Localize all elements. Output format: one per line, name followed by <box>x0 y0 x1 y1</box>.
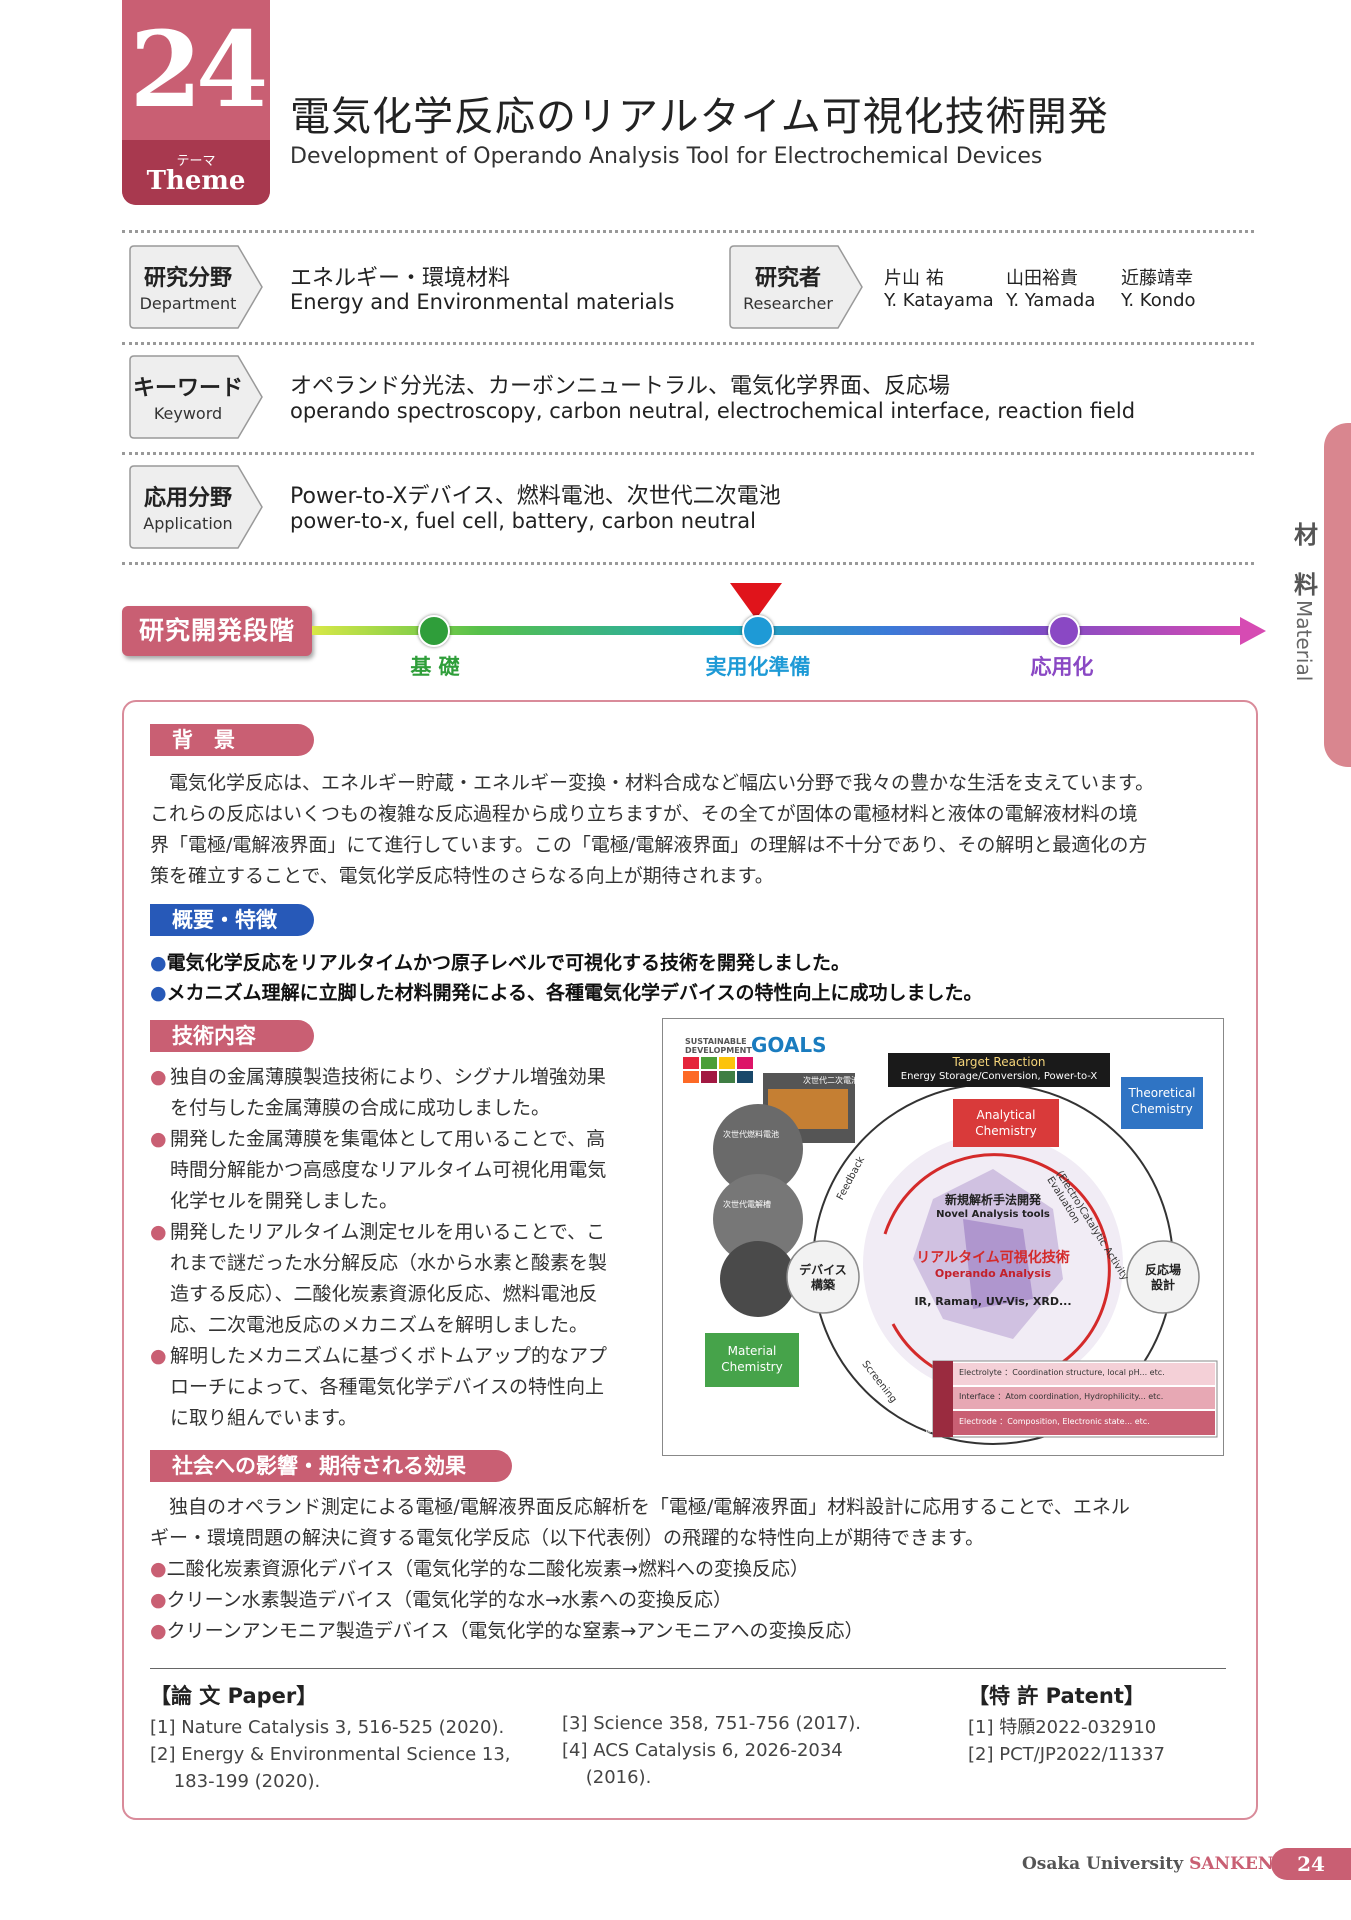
stage-bar <box>312 626 1242 635</box>
list-item: ● 開発したリアルタイム測定セルを用いることで、これまで謎だった水分解反応（水か… <box>150 1221 608 1336</box>
param-interface: Interface ：Atom coordination, Hydrophili… <box>959 1392 1164 1401</box>
divider <box>122 562 1254 565</box>
list-item: ●二酸化炭素資源化デバイス（電気化学的な二酸化炭素→燃料への変換反応） <box>150 1558 809 1580</box>
section-background-heading: 背 景 <box>150 724 314 756</box>
content-frame <box>122 700 1258 1820</box>
divider <box>122 230 1254 233</box>
side-tab-jp: 材 料 <box>1294 521 1318 599</box>
impact-text: 独自のオペランド測定による電極/電解液界面反応解析を「電極/電解液界面」材料設計… <box>150 1496 1130 1549</box>
divider <box>122 452 1254 455</box>
novel-analysis-jp: 新規解析手法開発 <box>944 1193 1041 1207</box>
background-text: 電気化学反応は、エネルギー貯蔵・エネルギー変換・材料合成など幅広い分野で我々の豊… <box>150 772 1155 887</box>
researcher-3-en: Y. Kondo <box>1121 290 1196 311</box>
side-tab-en: Material <box>1292 600 1316 682</box>
patents-list: [1] 特願2022-032910 [2] PCT/JP2022/11337 <box>968 1717 1165 1765</box>
stage-dot-practical <box>742 615 774 647</box>
stage-practical: 実用化準備 <box>705 655 811 679</box>
material-chemistry: Material Chemistry <box>721 1344 783 1374</box>
sdg-goals: GOALS <box>751 1033 827 1057</box>
application-value-en: power-to-x, fuel cell, battery, carbon n… <box>290 509 756 533</box>
research-diagram: SUSTAINABLE DEVELOPMENT GOALS 次世代二次電池 次世… <box>662 1018 1224 1456</box>
department-value-en: Energy and Environmental materials <box>290 290 675 314</box>
papers-heading: 【論 文 Paper】 <box>150 1684 318 1708</box>
target-sub: Energy Storage/Conversion, Power-to-X <box>900 1071 1098 1082</box>
operando-en: Operando Analysis <box>934 1267 1052 1280</box>
novel-analysis-en: Novel Analysis tools <box>936 1209 1050 1220</box>
electrolyzer-label: 次世代電解槽 <box>723 1200 771 1209</box>
page-title: 電気化学反応のリアルタイム可視化技術開発 <box>290 94 1109 140</box>
parameters-label: Parameters <box>925 1392 933 1433</box>
stage-dot-applied <box>1048 615 1080 647</box>
department-value-jp: エネルギー・環境材料 <box>290 266 511 291</box>
reaction-field-design: 反応場設計 <box>1144 1263 1181 1292</box>
application-value-jp: Power-to-Xデバイス、燃料電池、次世代二次電池 <box>290 484 781 509</box>
impact-list: ●二酸化炭素資源化デバイス（電気化学的な二酸化炭素→燃料への変換反応） ●クリー… <box>150 1554 1240 1647</box>
theoretical-chemistry: Theoretical Chemistry <box>1128 1086 1196 1116</box>
list-item: ●クリーン水素製造デバイス（電気化学的な水→水素への変換反応） <box>150 1589 732 1611</box>
theme-band <box>122 140 270 205</box>
list-item: ● 開発した金属薄膜を集電体として用いることで、高時間分解能かつ高感度なリアルタ… <box>150 1128 607 1212</box>
list-item: ● 独自の金属薄膜製造技術により、シグナル増強効果を付与した金属薄膜の合成に成功… <box>150 1066 606 1119</box>
overview-list: ●電気化学反応をリアルタイムかつ原子レベルで可視化する技術を開発しました。 ●メ… <box>150 948 1240 1008</box>
stage-dot-basic <box>418 615 450 647</box>
device-construction: デバイス構築 <box>799 1263 847 1292</box>
researcher-tag: 研究者 Researcher <box>728 244 863 330</box>
page-number: 24 <box>1271 1848 1351 1880</box>
param-electrolyte: Electrolyte ：Coordination structure, loc… <box>959 1368 1165 1377</box>
section-impact-heading: 社会への影響・期待される効果 <box>150 1450 512 1482</box>
footer-org: Osaka University SANKEN <box>1022 1854 1274 1874</box>
theme-label-en: Theme <box>146 166 246 196</box>
researcher-2-en: Y. Yamada <box>1006 290 1096 311</box>
stage-arrow-head <box>1240 617 1266 645</box>
list-item: ●電気化学反応をリアルタイムかつ原子レベルで可視化する技術を開発しました。 <box>150 952 851 974</box>
department-tag: 研究分野 Department <box>128 244 263 330</box>
papers-col1: [1] Nature Catalysis 3, 516-525 (2020). … <box>150 1717 511 1792</box>
current-stage-marker <box>730 583 782 619</box>
divider <box>150 1668 1226 1669</box>
operando-jp: リアルタイム可視化技術 <box>916 1250 1070 1266</box>
section-overview-heading: 概要・特徴 <box>150 904 314 936</box>
theme-number: 24 <box>129 8 269 131</box>
application-tag: 応用分野 Application <box>128 464 263 550</box>
list-item: ●メカニズム理解に立脚した材料開発による、各種電気化学デバイスの特性向上に成功し… <box>150 982 983 1004</box>
researcher-2-jp: 山田裕貴 <box>1006 268 1078 289</box>
papers-col2: [3] Science 358, 751-756 (2017). [4] ACS… <box>562 1713 862 1788</box>
analytical-chemistry: Analytical Chemistry <box>975 1108 1037 1138</box>
keyword-tag: キーワード Keyword <box>128 354 263 440</box>
keyword-value-en: operando spectroscopy, carbon neutral, e… <box>290 399 1136 423</box>
researcher-1-en: Y. Katayama <box>884 290 994 311</box>
divider <box>122 342 1254 345</box>
researcher-3-jp: 近藤靖幸 <box>1121 268 1193 289</box>
page-subtitle: Development of Operando Analysis Tool fo… <box>290 144 1043 169</box>
fuelcell-label: 次世代燃料電池 <box>723 1130 779 1139</box>
theme-label-jp: テーマ <box>176 154 216 169</box>
stage-label: 研究開発段階 <box>122 606 312 656</box>
researcher-1-jp: 片山 祐 <box>884 268 944 289</box>
section-tech-heading: 技術内容 <box>150 1020 314 1052</box>
target-reaction: Target Reaction <box>952 1055 1046 1069</box>
battery-label: 次世代二次電池 <box>803 1076 859 1085</box>
tech-list: ● 独自の金属薄膜製造技術により、シグナル増強効果を付与した金属薄膜の合成に成功… <box>150 1062 650 1434</box>
list-item: ● 解明したメカニズムに基づくボトムアップ的なアプローチによって、各種電気化学デ… <box>150 1345 608 1429</box>
keyword-value-jp: オペランド分光法、カーボンニュートラル、電気化学界面、反応場 <box>290 374 951 399</box>
param-electrode: Electrode ：Composition, Electronic state… <box>959 1417 1150 1426</box>
side-tab <box>1324 423 1351 767</box>
stage-applied: 応用化 <box>1030 655 1094 679</box>
patents-heading: 【特 許 Patent】 <box>968 1684 1145 1708</box>
list-item: ●クリーンアンモニア製造デバイス（電気化学的な窒素→アンモニアへの変換反応） <box>150 1620 864 1642</box>
methods: IR, Raman, UV-Vis, XRD... <box>914 1295 1072 1308</box>
stage-basic: 基 礎 <box>410 655 460 679</box>
sdg-text: SUSTAINABLE DEVELOPMENT <box>685 1037 752 1055</box>
